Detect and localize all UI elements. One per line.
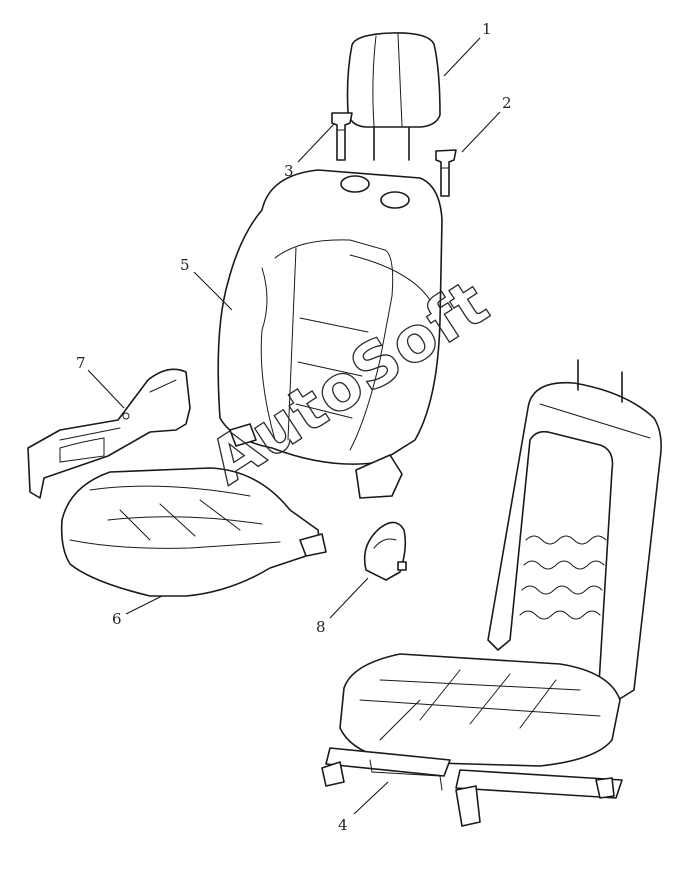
seat-frame <box>321 359 662 827</box>
headrest-guide-right <box>435 149 457 197</box>
seat-side-trim <box>27 368 191 499</box>
leader-lines <box>87 37 501 815</box>
headrest-guide-left <box>331 112 353 161</box>
callout-label-7: 7 <box>76 354 86 372</box>
callout-label-4: 4 <box>338 816 348 834</box>
callout-label-6: 6 <box>112 610 122 628</box>
seat-cushion <box>60 467 327 597</box>
callout-label-8: 8 <box>316 618 326 636</box>
callout-label-2: 2 <box>502 94 512 112</box>
headrest <box>346 32 441 161</box>
callout-label-5: 5 <box>180 256 190 274</box>
trim-cover <box>363 521 407 581</box>
callout-label-3: 3 <box>284 162 294 180</box>
seat-backrest <box>217 169 443 499</box>
callout-label-1: 1 <box>482 20 492 38</box>
